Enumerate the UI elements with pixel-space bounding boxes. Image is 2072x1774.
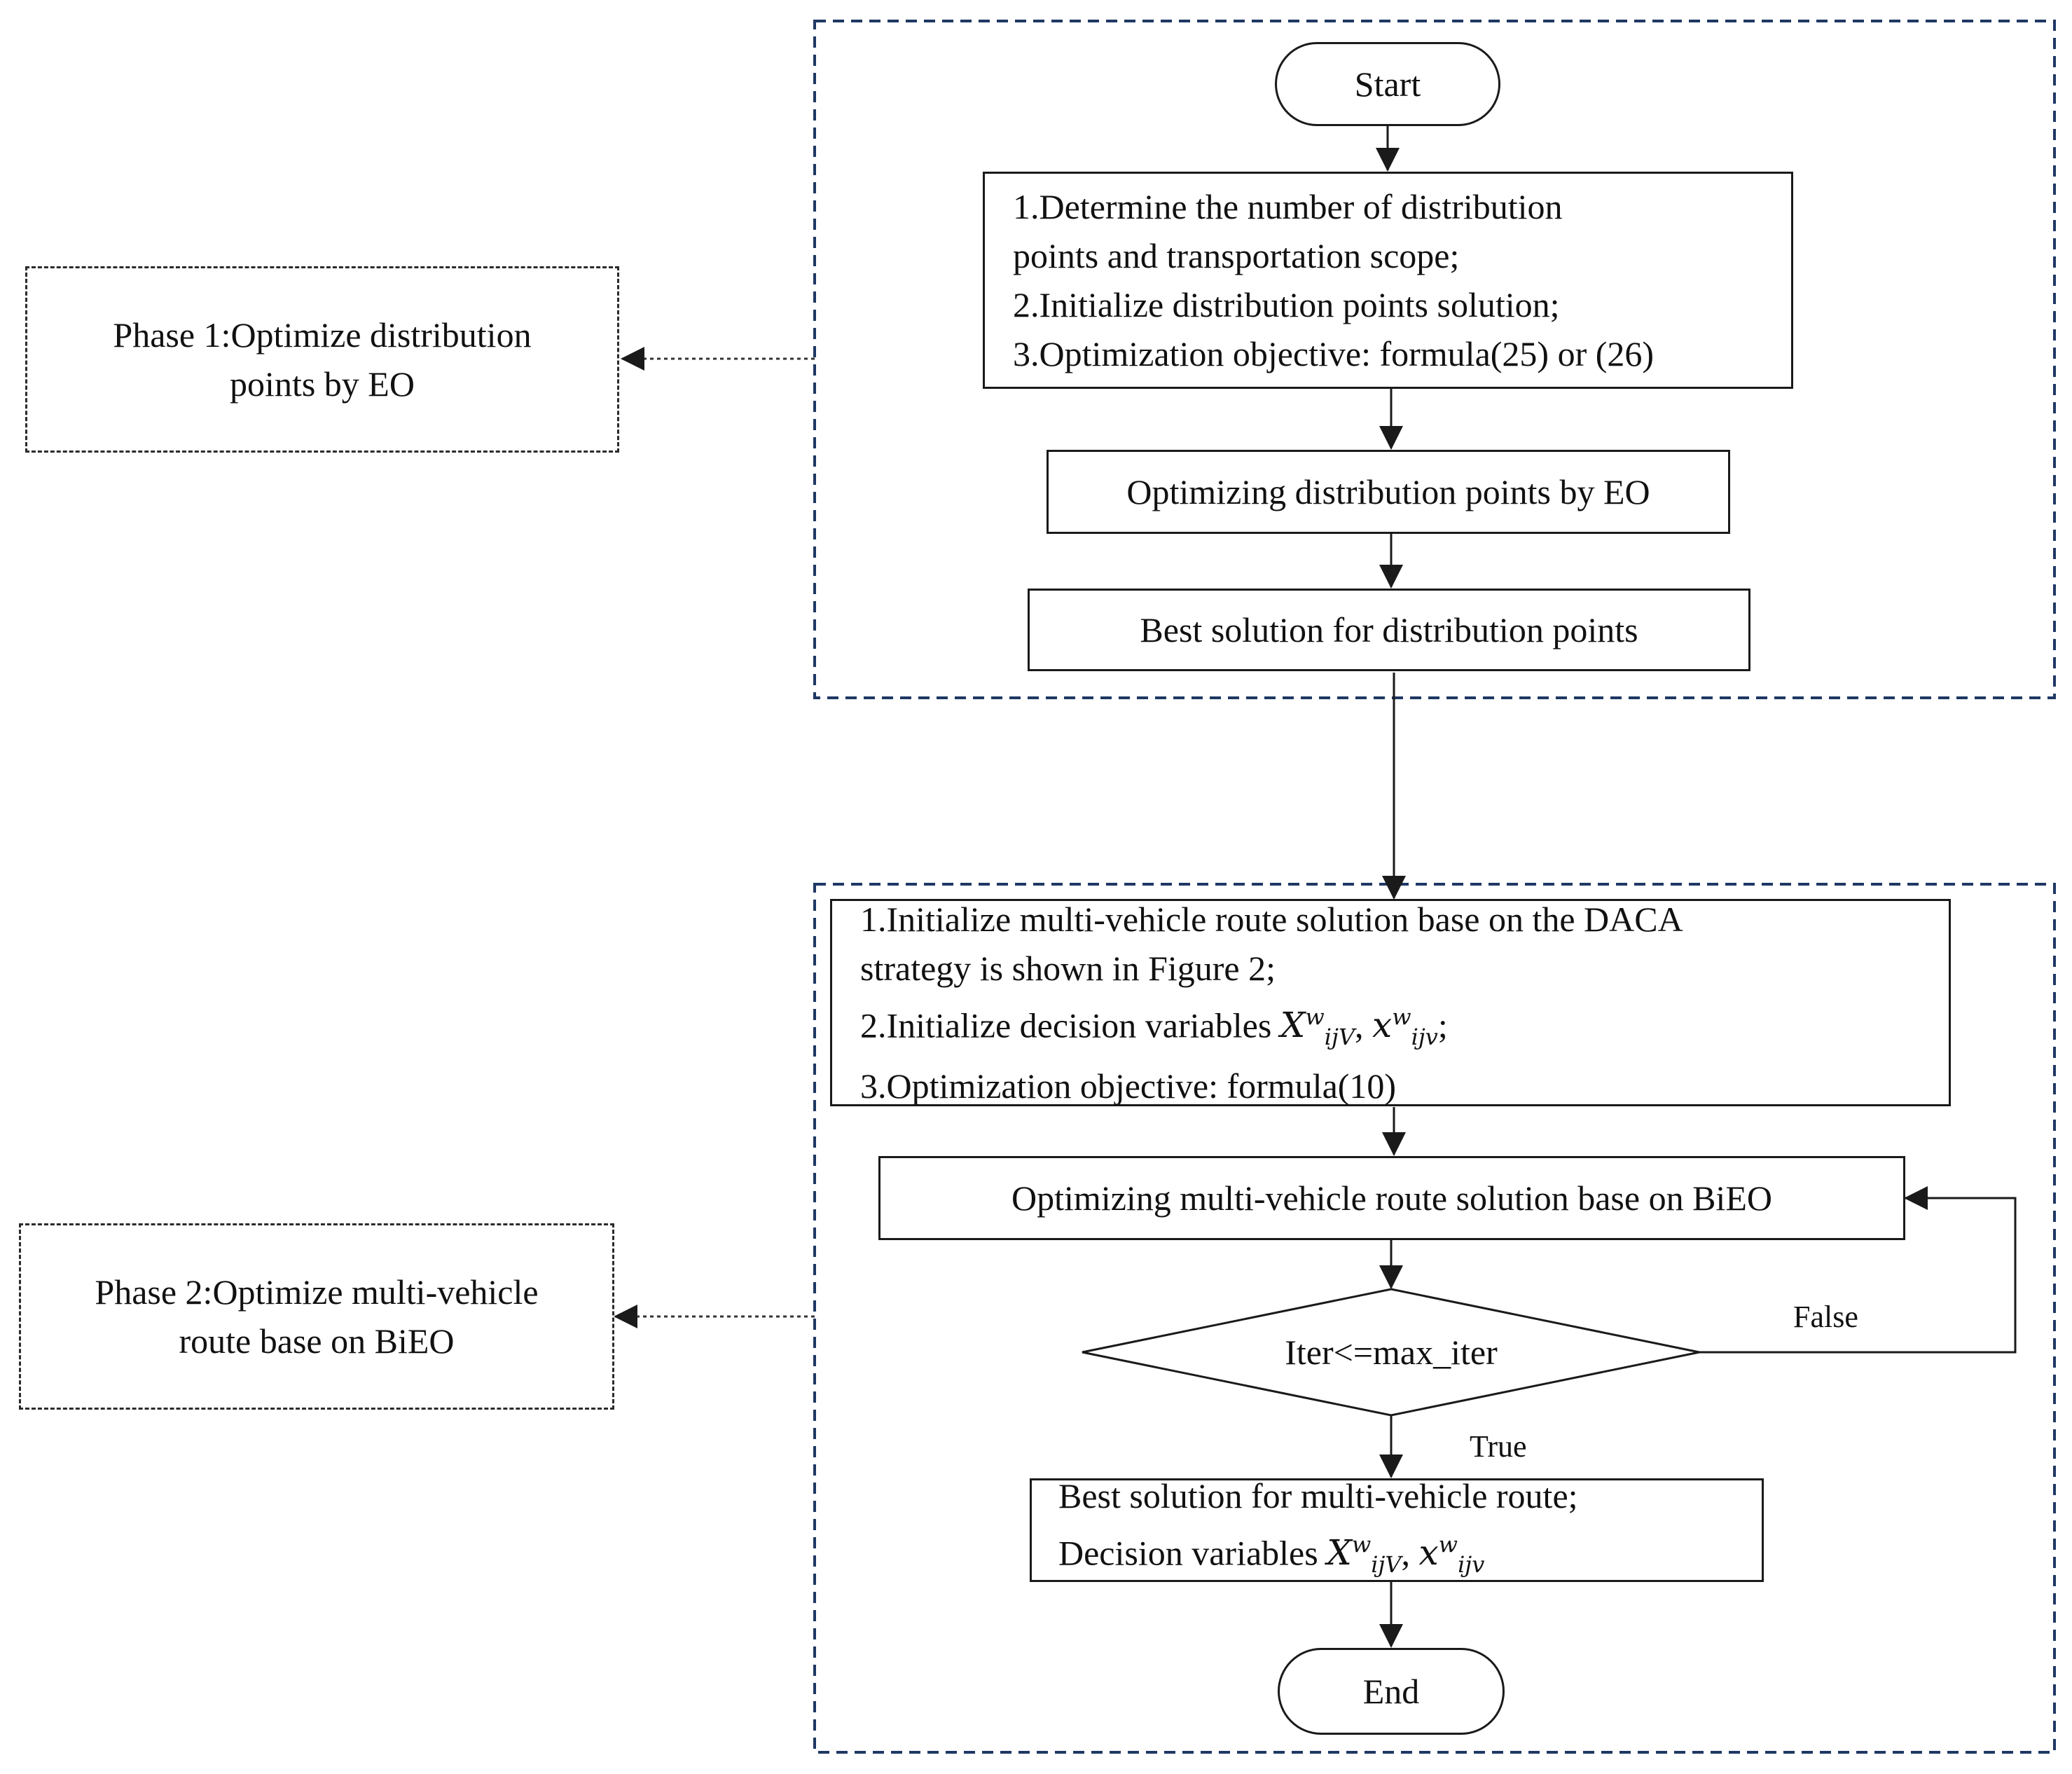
phase2-line-2: route base on BiEO (179, 1321, 455, 1361)
phase2-group-frame (813, 883, 2056, 1754)
var-x-ijv: xwijv (1372, 1003, 1438, 1051)
start-terminal: Start (1275, 42, 1500, 126)
true-label: True (1470, 1429, 1527, 1464)
decision-label: Iter<=max_iter (1285, 1333, 1498, 1372)
arrow-false-loop (1699, 1186, 2017, 1354)
phase2-line-1: Phase 2:Optimize multi-vehicle (95, 1272, 539, 1312)
step2-line-3-text: 2.Initialize decision variables (860, 1005, 1280, 1045)
step2-line-4: 3.Optimization objective: formula(10) (860, 1066, 1397, 1106)
step2-box: 1.Initialize multi-vehicle route solutio… (830, 899, 1951, 1106)
phase2-label-box: Phase 2:Optimize multi-vehicle route bas… (19, 1223, 614, 1410)
step2-line-3: 2.Initialize decision variables XwijV, x… (860, 1003, 1448, 1051)
best-route-line-2-text: Decision variables (1058, 1533, 1327, 1573)
false-label: False (1793, 1300, 1858, 1334)
optimize-route-box: Optimizing multi-vehicle route solution … (878, 1156, 1905, 1240)
step1-box: 1.Determine the number of distribution p… (983, 172, 1793, 389)
step1-line-3: 2.Initialize distribution points solutio… (1013, 285, 1560, 324)
var-X-ijV-result: XwijV (1327, 1531, 1402, 1579)
step1-line-2: points and transportation scope; (1013, 236, 1460, 275)
var-X-ijV: XwijV (1280, 1003, 1355, 1051)
start-label: Start (1354, 64, 1421, 104)
var-x-ijv-result: xwijv (1418, 1531, 1485, 1579)
best-points-box: Best solution for distribution points (1028, 589, 1750, 671)
step1-line-1: 1.Determine the number of distribution (1013, 187, 1563, 226)
optimize-points-box: Optimizing distribution points by EO (1047, 450, 1730, 534)
best-route-box: Best solution for multi-vehicle route; D… (1030, 1476, 1764, 1582)
end-label: End (1362, 1672, 1420, 1711)
decision-diamond (1082, 1288, 1700, 1417)
best-route-line-1: Best solution for multi-vehicle route; (1058, 1476, 1578, 1515)
phase1-label-box: Phase 1:Optimize distribution points by … (25, 266, 619, 453)
step2-line-2: strategy is shown in Figure 2; (860, 948, 1276, 988)
step2-line-1: 1.Initialize multi-vehicle route solutio… (860, 899, 1683, 939)
phase1-group-frame (813, 20, 2056, 699)
step1-line-4: 3.Optimization objective: formula(25) or… (1013, 334, 1655, 373)
optimize-points-label: Optimizing distribution points by EO (1126, 472, 1650, 511)
end-terminal: End (1278, 1648, 1505, 1735)
phase1-line-2: points by EO (230, 364, 415, 404)
phase1-line-1: Phase 1:Optimize distribution (113, 315, 532, 355)
optimize-route-label: Optimizing multi-vehicle route solution … (1011, 1178, 1772, 1218)
best-points-label: Best solution for distribution points (1140, 610, 1638, 649)
best-route-line-2: Decision variables XwijV, xwijv (1058, 1531, 1485, 1579)
